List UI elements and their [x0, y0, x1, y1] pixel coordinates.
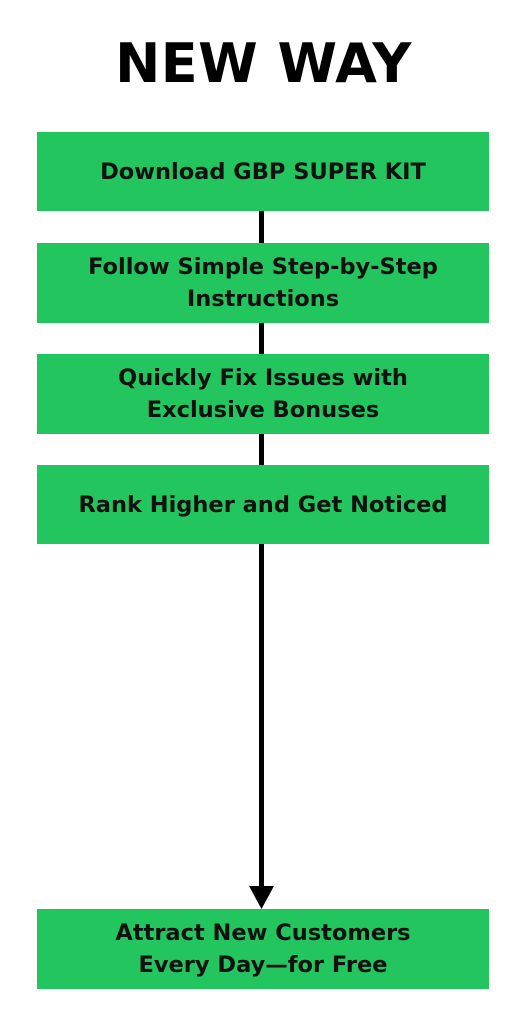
connector-4-5 [259, 544, 264, 890]
step-label-2: Follow Simple Step-by-Step Instructions [88, 254, 438, 312]
step-box-3: Quickly Fix Issues with Exclusive Bonuse… [37, 354, 489, 434]
step-box-4: Rank Higher and Get Noticed [37, 465, 489, 544]
step-box-2: Follow Simple Step-by-Step Instructions [37, 243, 489, 323]
step-label-4: Rank Higher and Get Noticed [78, 491, 448, 518]
connector-3-4 [259, 434, 264, 465]
step-box-5: Attract New Customers Every Day—for Free [37, 909, 489, 989]
connector-1-2 [259, 211, 264, 243]
step-label-1: Download GBP SUPER KIT [100, 158, 426, 185]
step-label-5: Attract New Customers Every Day—for Free [115, 920, 411, 978]
connector-2-3 [259, 323, 264, 354]
diagram-title: NEW WAY [115, 32, 412, 95]
step-label-3: Quickly Fix Issues with Exclusive Bonuse… [118, 365, 408, 423]
step-box-1: Download GBP SUPER KIT [37, 132, 489, 211]
